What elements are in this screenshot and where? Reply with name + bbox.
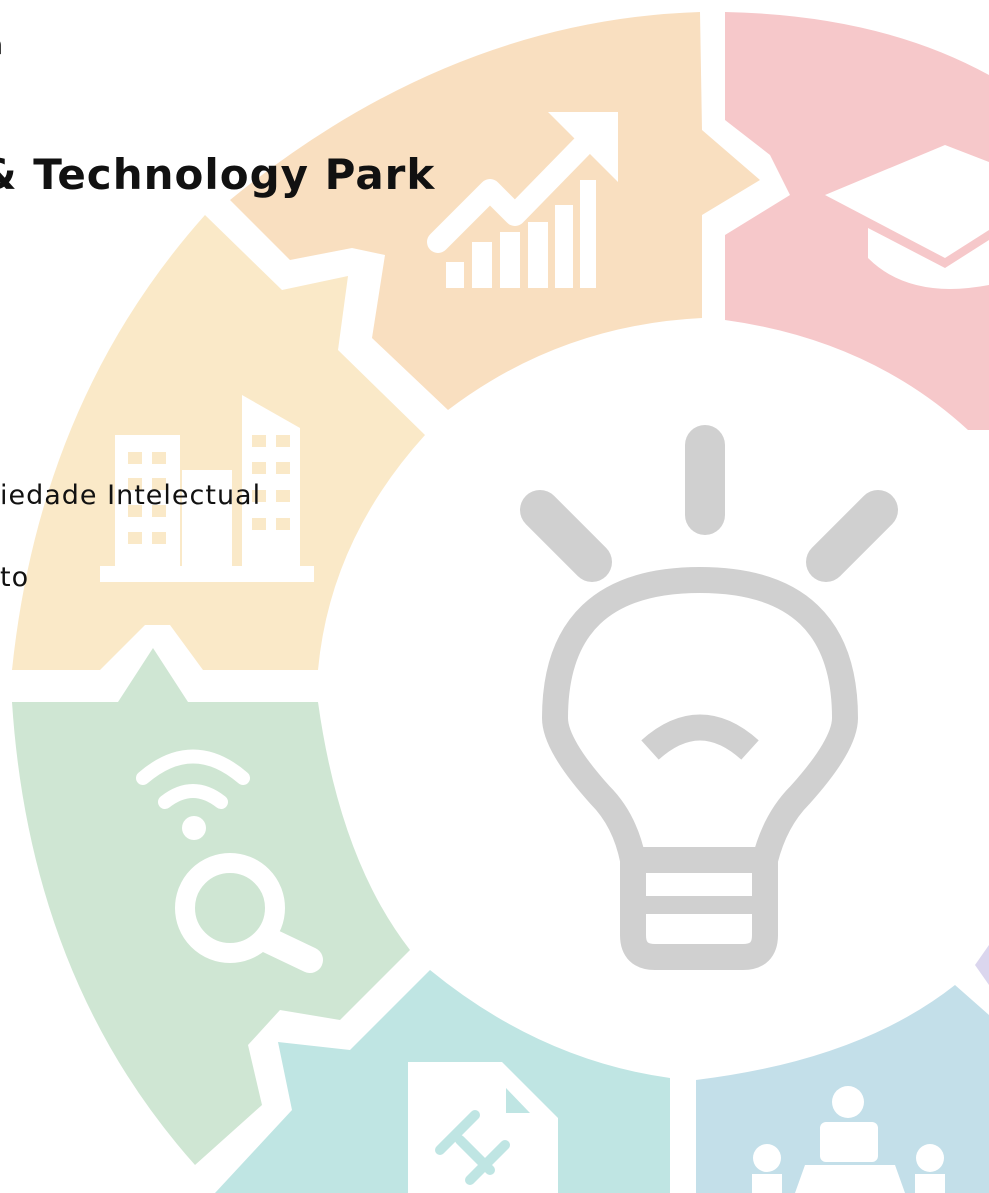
menu-item-partial[interactable]: to — [0, 562, 30, 593]
growth-chart-icon — [427, 112, 618, 288]
segment-education — [725, 12, 989, 430]
header-top-fragment: n — [0, 30, 3, 61]
segment-partial-lavender — [975, 945, 989, 985]
meeting-people-icon — [752, 1086, 945, 1193]
legal-document-icon — [408, 1062, 558, 1193]
wifi-search-icon — [136, 749, 323, 973]
segment-monitoring — [12, 648, 410, 1165]
building-windows — [128, 435, 290, 544]
segment-buildings — [12, 215, 425, 670]
segment-growth — [230, 12, 760, 410]
page-title-text: & Technology Park — [0, 150, 436, 199]
light-bulb-icon — [520, 425, 898, 970]
graduation-cap-icon — [825, 145, 989, 289]
menu-item-intellectual-property[interactable]: iedade Intelectual — [0, 480, 262, 511]
page-title: & Technology Park — [0, 150, 435, 199]
